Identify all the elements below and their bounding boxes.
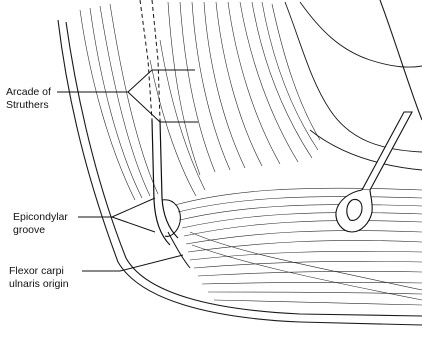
background-contours (285, 2, 422, 170)
label-flexor-carpi-ulnaris-origin: Flexor carpi ulnaris origin (9, 265, 69, 291)
label-arcade-line1: Arcade of (6, 86, 51, 99)
leader-groove-1 (78, 198, 155, 217)
leader-lines (57, 70, 198, 271)
upper-arm-muscle-fibres (80, 2, 320, 200)
forearm-muscle-fibres (175, 188, 422, 305)
label-epicondylar-groove: Epicondylar groove (13, 211, 68, 237)
arm-outline (58, 0, 422, 325)
label-fcu-line2: ulnaris origin (9, 278, 69, 291)
nerve-solid-2 (160, 120, 178, 238)
leader-fcu (82, 255, 183, 271)
label-arcade-line2: Struthers (6, 99, 51, 112)
label-groove-line1: Epicondylar (13, 211, 68, 224)
nerve-dashed-upper-2 (152, 0, 160, 120)
label-arcade-of-struthers: Arcade of Struthers (6, 86, 51, 112)
label-fcu-line1: Flexor carpi (9, 265, 69, 278)
retractor-instrument (336, 112, 412, 232)
label-groove-line2: groove (13, 224, 68, 237)
leader-groove-2 (78, 217, 155, 232)
